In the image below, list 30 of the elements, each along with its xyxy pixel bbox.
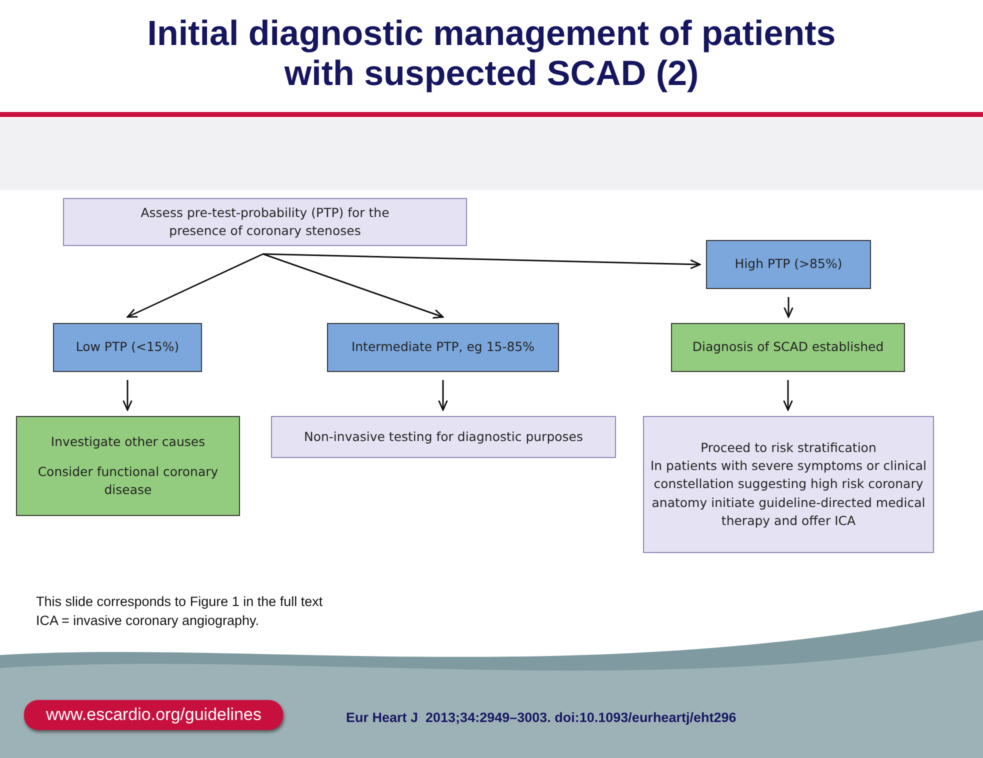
box-heading: Assess pre-test-probability (PTP) for the presence of coronary stenoses (140, 204, 390, 240)
box-text: Consider functional coronary disease (36, 462, 220, 500)
box-heading: Non-invasive testing for diagnostic purposes (304, 428, 583, 446)
url-banner: www.escardio.org/guidelines (24, 700, 284, 730)
arrow (783, 380, 793, 411)
arrow (262, 253, 444, 319)
outcome-box (16, 416, 240, 516)
box-heading: Low PTP (<15%) (76, 338, 180, 356)
box-text: In patients with severe symptoms or clinical constellation suggesting high risk coronary anatomy initiate guideline-directed medical therapy and offer ICA (650, 457, 927, 530)
process-box (63, 198, 467, 246)
box-heading: Diagnosis of SCAD established (692, 338, 884, 356)
arrow (784, 297, 794, 318)
box-heading: High PTP (>85%) (734, 255, 842, 274)
slide-title: Initial diagnostic management of patients with suspected SCAD (2) (146, 14, 837, 94)
arrow (122, 380, 132, 411)
process-box (271, 416, 616, 458)
probability-box (706, 240, 871, 289)
arrow (126, 253, 264, 318)
probability-box (53, 323, 202, 372)
footnote: ICA = invasive coronary angiography. (36, 613, 260, 628)
citation: Eur Heart J 2013;34:2949–3003. doi:10.1093/eurheartj/eht296 (346, 710, 736, 725)
arrow (262, 253, 701, 270)
process-box (643, 416, 934, 553)
arrow (438, 380, 448, 411)
probability-box (327, 323, 559, 372)
box-heading: Investigate other causes (50, 432, 206, 451)
outcome-box (671, 323, 905, 372)
footnote: This slide corresponds to Figure 1 in the full text (36, 594, 323, 609)
box-heading: Intermediate PTP, eg 15-85% (351, 338, 535, 356)
box-heading: Proceed to risk stratification (700, 439, 876, 458)
